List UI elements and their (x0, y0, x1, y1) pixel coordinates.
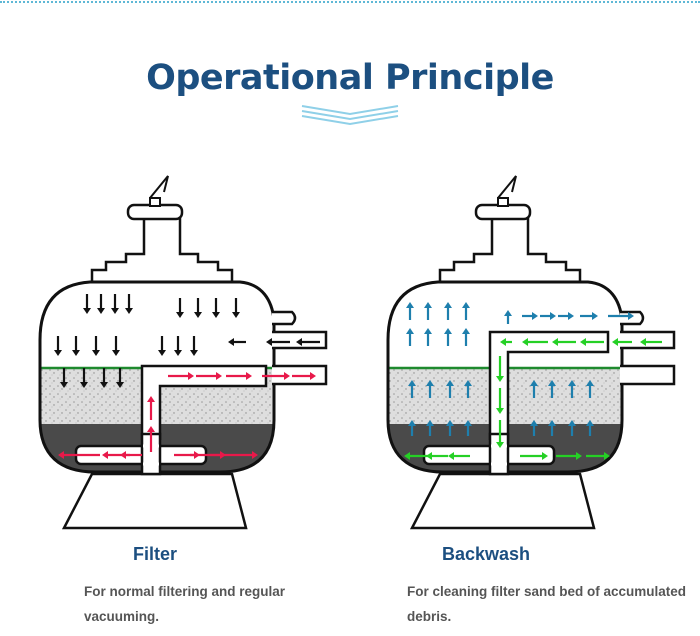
up-arrow (406, 328, 414, 346)
drain-down-arrow (496, 388, 504, 414)
filter-outflow-arrow (226, 372, 252, 380)
page-title: Operational Principle (146, 58, 554, 98)
down-arrow (232, 298, 240, 318)
up-arrow (462, 302, 470, 320)
drain-arrow (612, 338, 632, 346)
up-arrow (586, 380, 594, 398)
backwash-flow-arrows (404, 302, 662, 460)
drain-arrow (580, 338, 604, 346)
filter-outflow-arrow (262, 372, 290, 380)
drain-spread-arrow (448, 452, 470, 460)
drain-spread-arrow (556, 452, 582, 460)
up-arrow (426, 380, 434, 398)
right-arrow (522, 312, 538, 320)
up-arrow (462, 328, 470, 346)
up-arrow (406, 302, 414, 320)
up-arrow (464, 420, 472, 436)
down-arrow (194, 298, 202, 318)
up-arrow (444, 328, 452, 346)
up-arrow (446, 380, 454, 398)
down-arrow (54, 336, 62, 356)
down-arrow (176, 298, 184, 318)
right-arrow (608, 312, 634, 320)
down-arrow (212, 298, 220, 318)
down-arrow (83, 294, 91, 314)
backwash-title: Backwash (441, 544, 531, 564)
down-arrow (125, 294, 133, 314)
backwash-description: For cleaning filter sand bed of accumula… (407, 584, 687, 624)
drain-arrow (500, 338, 512, 346)
filter-collect-arrow (210, 451, 258, 459)
filter-up-arrow (147, 396, 155, 420)
right-arrow (558, 312, 574, 320)
up-arrow (548, 420, 556, 436)
up-arrow (568, 380, 576, 398)
drain-spread-arrow (520, 452, 548, 460)
drain-spread-arrow (586, 452, 610, 460)
down-arrow (158, 336, 166, 356)
up-arrow (586, 420, 594, 436)
filter-diagram (38, 175, 676, 530)
down-arrow (100, 368, 108, 388)
down-arrow (72, 336, 80, 356)
up-arrow (444, 302, 452, 320)
up-arrow (464, 380, 472, 398)
up-arrow (424, 302, 432, 320)
backwash-caption: Backwash For cleaning filter sand bed of… (405, 544, 700, 629)
up-arrow (408, 420, 416, 436)
drain-spread-arrow (404, 452, 430, 460)
filter-up-arrow (147, 426, 155, 452)
right-arrow (540, 312, 556, 320)
filter-flow-arrows (54, 294, 320, 459)
up-arrow (548, 380, 556, 398)
left-arrow (228, 338, 246, 346)
up-arrow (530, 420, 538, 436)
down-arrow (111, 294, 119, 314)
drain-arrow (552, 338, 576, 346)
filter-caption: Filter For normal filtering and regular … (40, 544, 340, 629)
filter-outflow-arrow (292, 372, 316, 380)
left-arrow (296, 338, 320, 346)
left-arrow (266, 338, 290, 346)
title-chevron-icon (301, 105, 399, 126)
up-arrow (568, 420, 576, 436)
up-arrow (408, 380, 416, 398)
filter-collect-arrow (58, 451, 100, 459)
up-arrow (504, 310, 512, 324)
up-arrow (446, 420, 454, 436)
filter-outflow-arrow (196, 372, 222, 380)
down-arrow (60, 368, 68, 388)
down-arrow (92, 336, 100, 356)
up-arrow (426, 420, 434, 436)
drain-arrow (640, 338, 662, 346)
filter-title: Filter (132, 544, 177, 564)
filter-tank (38, 175, 328, 530)
down-arrow (112, 336, 120, 356)
up-arrow (530, 380, 538, 398)
drain-down-arrow (496, 356, 504, 382)
drain-arrow (522, 338, 548, 346)
filter-collect-arrow (120, 451, 142, 459)
drain-down-arrow (496, 420, 504, 448)
down-arrow (97, 294, 105, 314)
down-arrow (80, 368, 88, 388)
up-arrow (424, 328, 432, 346)
down-arrow (116, 368, 124, 388)
top-dotted-rule (0, 1, 700, 3)
right-arrow (580, 312, 598, 320)
down-arrow (190, 336, 198, 356)
backwash-tank (386, 175, 676, 530)
filter-outflow-arrow (168, 372, 194, 380)
filter-description: For normal filtering and regular vacuumi… (84, 584, 286, 624)
down-arrow (174, 336, 182, 356)
